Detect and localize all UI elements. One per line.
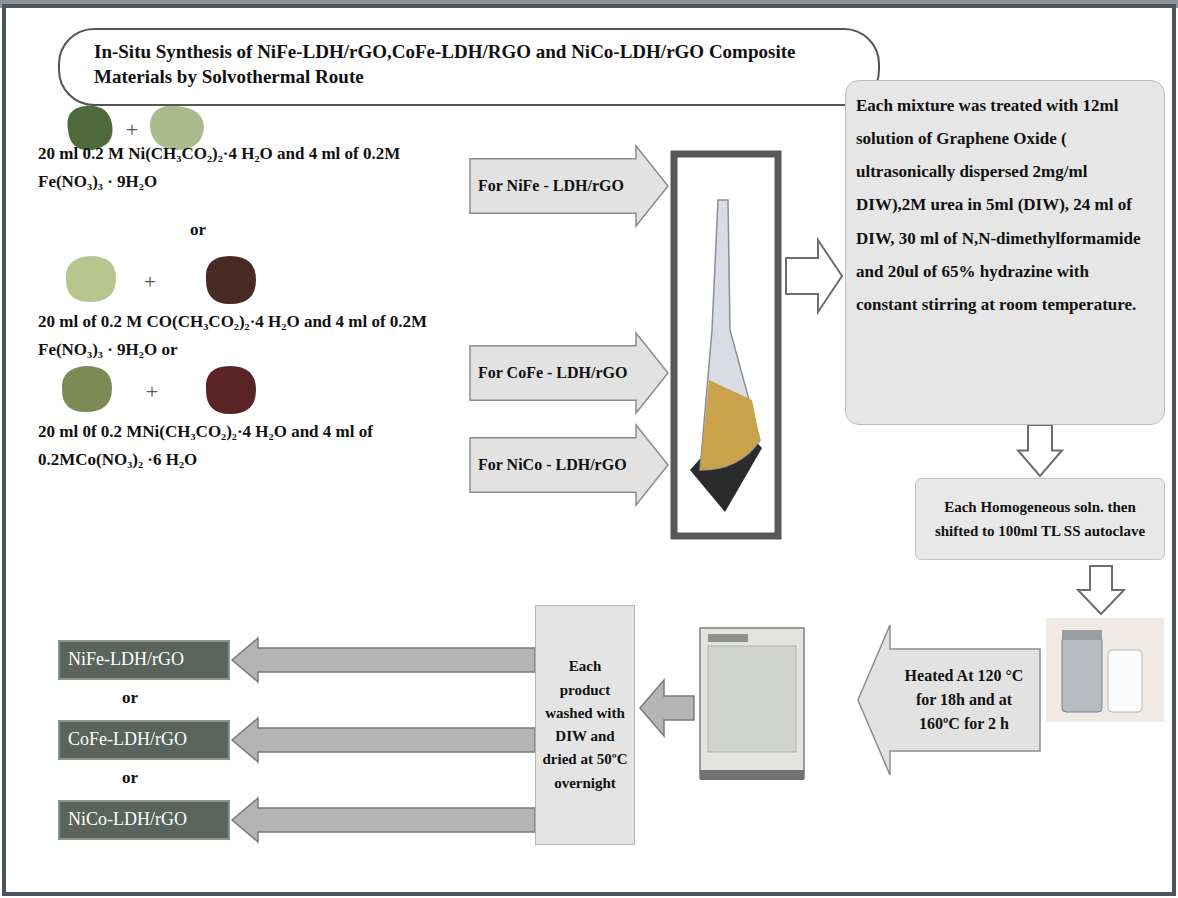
node-text: NiFe-LDH/rGO [68, 649, 184, 671]
process-box: Each Homogeneous soln. then shifted to 1… [915, 478, 1165, 560]
node-text: Each Homogeneous soln. then shifted to 1… [928, 495, 1152, 543]
flask-frame [674, 154, 778, 536]
autoclave-photo [1046, 618, 1164, 722]
block-arrow-label: Heated At 120 °C for 18h and at 160ºC fo… [858, 625, 1040, 775]
or-text: or [122, 684, 162, 712]
node-text: Heated At 120 °C for 18h and at 160ºC fo… [896, 651, 1032, 750]
block-arrow-connector [232, 638, 535, 682]
oven-base [700, 770, 804, 780]
node-text: Each mixture was treated with 12ml solut… [856, 89, 1154, 321]
reagent-text: 20 ml 0.2 M Ni(CH₃CO₂)₂·4 H₂O and 4 ml o… [38, 140, 468, 196]
oven-door [708, 646, 796, 752]
node-text: For CoFe - LDH/rGO [478, 347, 632, 400]
plus-sign: + [120, 112, 144, 148]
reagent-text: 20 ml 0f 0.2 MNi(CH₃CO₂)₂·4 H₂O and 4 ml… [38, 418, 468, 474]
block-arrow [640, 680, 694, 736]
oven-body [700, 628, 804, 778]
process-box: Each mixture was treated with 12ml solut… [845, 80, 1165, 425]
reagent-text: 20 ml of 0.2 M CO(CH₃CO₂)₂·4 H₂O and 4 m… [38, 308, 468, 364]
block-arrow-outline [470, 425, 668, 505]
node-text: Each product washed with DIW and dried a… [542, 655, 628, 795]
powder-cobalt-nitrate [206, 366, 256, 414]
flask-illustration [690, 200, 762, 512]
product-box: CoFe-LDH/rGO [58, 720, 230, 760]
or-text: or [122, 764, 162, 792]
plus-sign: + [138, 264, 162, 300]
product-box: NiFe-LDH/rGO [58, 640, 230, 680]
block-arrow-label: For NiFe - LDH/rGO [470, 146, 668, 226]
block-arrow-connector [1018, 425, 1062, 476]
node-text: For NiFe - LDH/rGO [478, 160, 632, 213]
block-arrow-label: For NiCo - LDH/rGO [470, 425, 668, 505]
outer-frame [4, 6, 1174, 894]
process-box: Each product washed with DIW and dried a… [535, 605, 635, 845]
block-arrow-outline [470, 146, 668, 226]
block-arrow-connector [232, 718, 535, 762]
powder-cobalt-acetate [66, 256, 116, 302]
powder-nickel-acetate [67, 106, 112, 150]
flask-body [700, 200, 760, 470]
node-text: CoFe-LDH/rGO [68, 729, 187, 751]
title-box: In-Situ Synthesis of NiFe-LDH/rGO,CoFe-L… [58, 28, 880, 106]
block-arrow-label: For CoFe - LDH/rGO [470, 333, 668, 413]
steel-jacket [1062, 636, 1102, 712]
product-box: NiCo-LDH/rGO [58, 800, 230, 840]
flask-liquid [700, 380, 760, 470]
photo-ground [1046, 618, 1164, 722]
steel-cap [1062, 630, 1102, 640]
powder-nickel-acetate [62, 366, 112, 412]
plus-sign: + [140, 374, 164, 410]
block-arrow [786, 240, 842, 312]
node-text: NiCo-LDH/rGO [68, 809, 187, 831]
or-text: or [190, 216, 230, 244]
block-arrow-outline [858, 625, 1040, 775]
node-text: In-Situ Synthesis of NiFe-LDH/rGO,CoFe-L… [94, 40, 844, 89]
oven-illustration [700, 628, 804, 780]
teflon-liner [1108, 650, 1142, 712]
block-arrow-outline [470, 333, 668, 413]
block-arrow-connector [232, 798, 535, 842]
oven-panel [708, 634, 748, 642]
node-text: For NiCo - LDH/rGO [478, 439, 632, 492]
powder-iron-nitrate [206, 256, 256, 304]
block-arrow [1078, 566, 1124, 614]
powder-iron-nitrate [150, 106, 204, 150]
